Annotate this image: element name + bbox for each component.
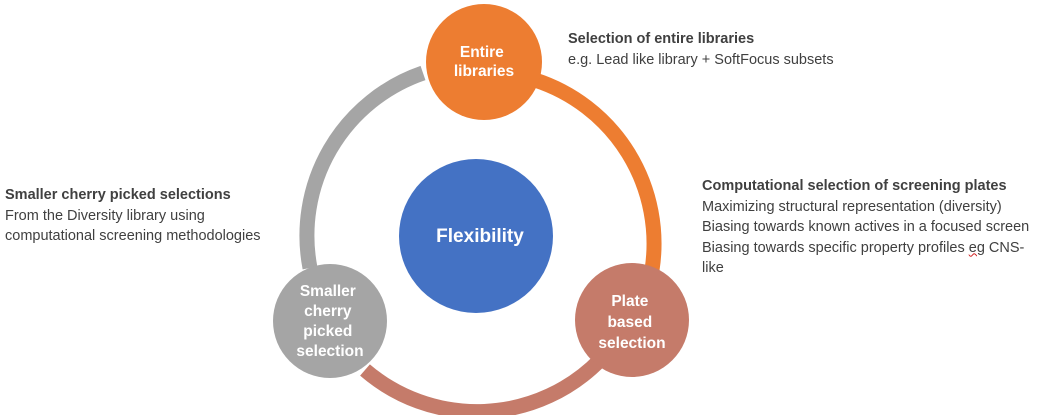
node-plate-line: Plate [611, 293, 648, 310]
node-cherry-line: cherry [304, 303, 352, 320]
annotation-plate-based: Computational selection of screening pla… [702, 176, 1029, 279]
annotation-heading: Selection of entire libraries [568, 31, 755, 47]
node-cherry-picked-selection [273, 264, 387, 378]
node-cherry-line: Smaller [300, 283, 356, 300]
node-entire-label: Entire libraries [454, 44, 514, 80]
annotation-entire-libraries: Selection of entire libraries e.g. Lead … [568, 29, 834, 70]
annotation-heading: Computational selection of screening pla… [702, 178, 1007, 194]
arc-plate-to-cherry [360, 354, 606, 415]
annotation-line: Biasing towards specific property profil… [702, 238, 1029, 259]
annotation-line: e.g. Lead like library + SoftFocus subse… [568, 51, 834, 68]
annotation-text: CNS- [984, 239, 1025, 256]
annotation-line: like [702, 260, 724, 276]
node-entire-libraries [426, 4, 542, 120]
annotation-heading: Smaller cherry picked selections [5, 187, 231, 203]
annotation-line: From the Diversity library using [5, 207, 205, 224]
spellcheck-flagged-word: eg [968, 239, 985, 256]
annotation-cherry-picked: Smaller cherry picked selections From th… [5, 185, 261, 247]
node-entire-line: libraries [454, 63, 514, 80]
annotation-line: Maximizing structural representation (di… [702, 198, 1002, 215]
annotation-line: computational screening methodologies [5, 228, 261, 244]
node-cherry-line: picked [303, 323, 352, 340]
arc-entire-to-plate [532, 72, 662, 272]
annotation-line: Biasing towards known actives in a focus… [702, 219, 1030, 235]
node-plate-line: selection [598, 335, 665, 352]
center-label: Flexibility [436, 226, 524, 247]
node-plate-label: Plate based selection [598, 293, 665, 352]
annotation-text: Biasing towards specific property profil… [702, 239, 969, 256]
center-circle [399, 159, 553, 313]
node-cherry-line: selection [296, 343, 363, 360]
node-entire-line: Entire [460, 44, 504, 61]
node-plate-line: based [607, 314, 652, 331]
arc-cherry-to-entire [299, 65, 426, 270]
node-cherry-label: Smaller cherry picked selection [296, 283, 363, 360]
node-plate-based-selection [575, 263, 689, 377]
